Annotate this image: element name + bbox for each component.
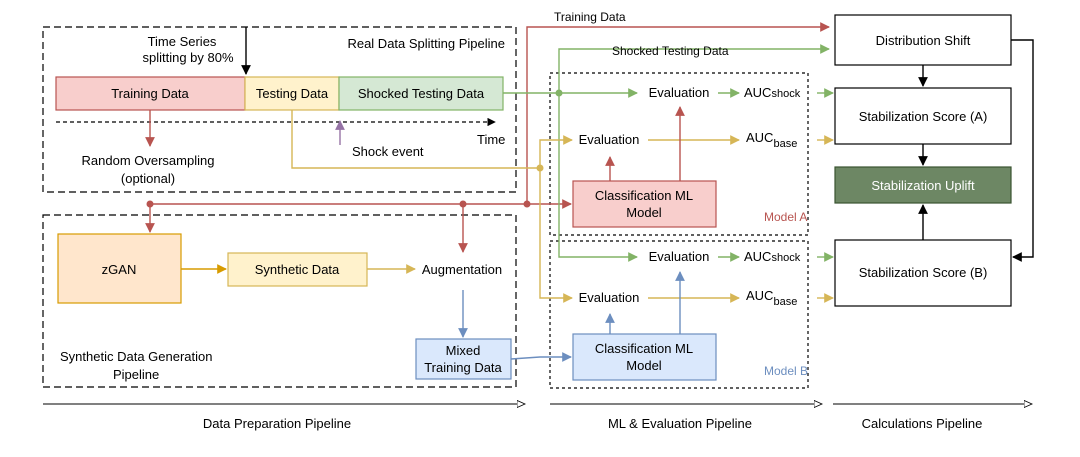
yellow-line-main [291,110,540,169]
uplift-label: Stabilization Uplift [871,178,975,193]
classifier-b-label-2: Model [626,358,662,373]
score-a-label: Stabilization Score (A) [859,109,988,124]
distribution-shift-box [834,14,1012,66]
red-junction-3 [523,200,531,208]
mixed-to-classifier-b-arrow [510,352,572,362]
calc-pipeline-label: Calculations Pipeline [862,416,983,431]
classifier-a-label-2: Model [626,205,662,220]
model-b-label: Model B [764,364,808,378]
green-junction [555,89,563,97]
mixed-training-label-2: Training Data [424,360,502,375]
data-prep-label: Data Preparation Pipeline [203,416,351,431]
red-junction-1 [146,200,154,208]
score-b-box [834,239,1012,307]
shocked-testing-line-label: Shocked Testing Data [612,44,729,58]
time-series-note-2: splitting by 80% [142,50,233,65]
zgan-label: zGAN [102,262,137,277]
eval-a-base: Evaluation [579,132,640,147]
synthetic-title-2: Pipeline [113,367,159,382]
training-data-box [55,76,246,111]
classifier-a-box [572,180,717,228]
dist-to-score-b-line [1011,39,1034,262]
time-series-note: Time Series [148,34,217,49]
time-label: Time [477,132,505,147]
shocked-testing-label: Shocked Testing Data [358,86,485,101]
training-data-label: Training Data [111,86,189,101]
model-b-region [549,240,809,389]
zgan-box [57,233,182,304]
synthetic-data-label: Synthetic Data [255,262,340,277]
eval-a-shock: Evaluation [649,85,710,100]
red-junction-2 [459,200,467,208]
mixed-training-label: Mixed [446,343,481,358]
shocked-testing-box [338,76,504,111]
score-a-box [834,87,1012,145]
green-to-distribution-line [558,44,830,93]
auc-shock-b: AUCshock [744,249,801,264]
green-to-eval-b-line [558,93,638,262]
ml-pipeline-label: ML & Evaluation Pipeline [608,416,752,431]
real-split-region [42,26,517,193]
shock-event-label: Shock event [352,144,424,159]
real-split-title: Real Data Splitting Pipeline [347,36,505,51]
auc-shock-a: AUCshock [744,85,801,100]
training-data-line-label: Training Data [554,10,626,24]
classifier-b-box [572,333,717,381]
mixed-training-box [415,338,512,380]
yellow-junction [536,164,544,172]
oversampling-optional: (optional) [121,171,175,186]
classifier-a-label: Classification ML [595,188,693,203]
yellow-to-eval-a-line [539,135,573,168]
score-b-label: Stabilization Score (B) [859,265,988,280]
model-a-label: Model A [764,210,807,224]
testing-data-label: Testing Data [256,86,329,101]
red-training-data-line [526,22,830,204]
synthetic-title: Synthetic Data Generation [60,349,212,364]
distribution-shift-label: Distribution Shift [876,33,971,48]
uplift-box [834,166,1012,204]
yellow-to-eval-b-line [539,168,573,303]
eval-b-shock: Evaluation [649,249,710,264]
auc-base-b: AUCbase [746,288,797,308]
classifier-b-label: Classification ML [595,341,693,356]
synthetic-region [42,214,517,388]
oversampling-label: Random Oversampling [82,153,215,168]
model-a-region [549,72,809,236]
eval-b-base: Evaluation [579,290,640,305]
augmentation-label: Augmentation [422,262,502,277]
auc-base-a: AUCbase [746,130,797,150]
